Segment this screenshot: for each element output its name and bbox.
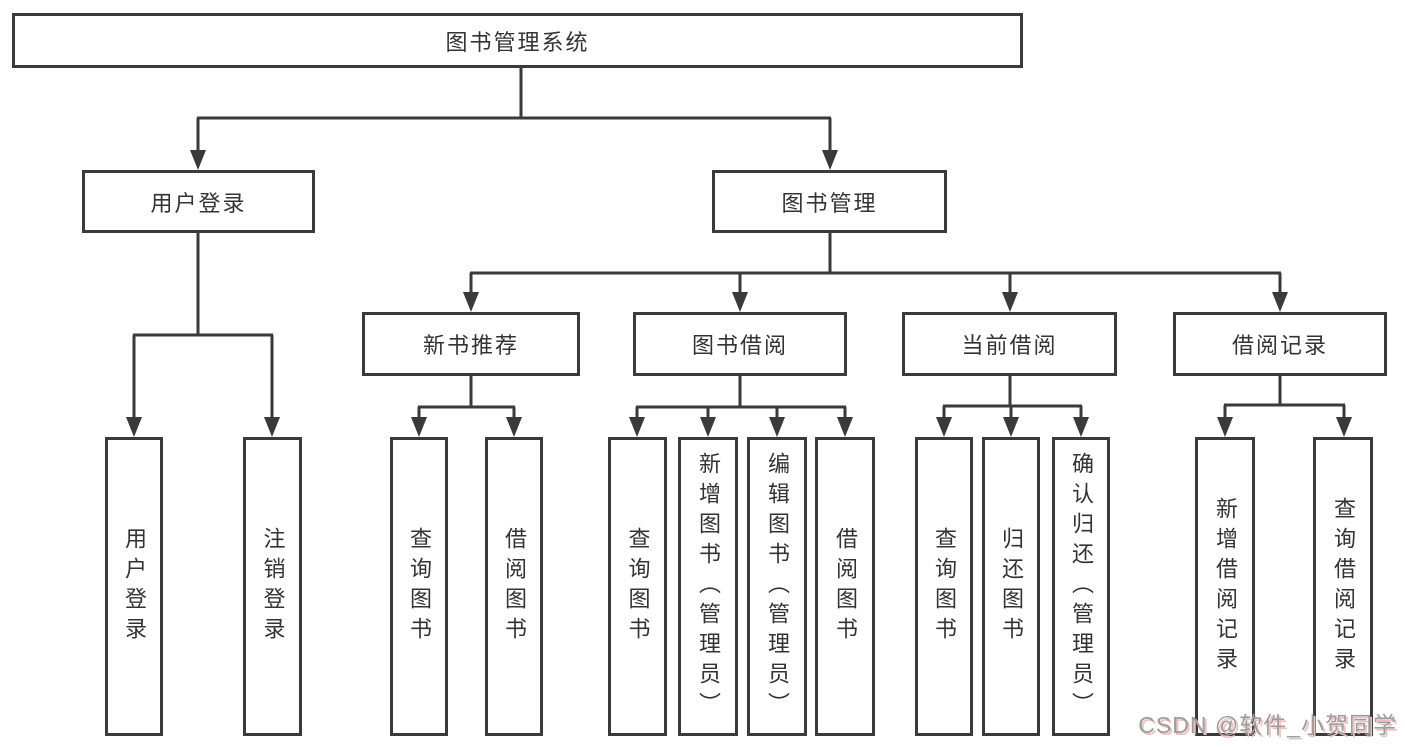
arrow-icon	[1336, 417, 1352, 437]
leaf-add-books-admin: 新增图书（管理员）	[678, 437, 738, 736]
csdn-watermark: CSDN @软件_小贺同学	[1138, 712, 1397, 738]
node-library-system: 图书管理系统	[12, 13, 1023, 68]
leaf-query-borrow-record: 查询借阅记录	[1313, 437, 1373, 736]
connector-lines	[132, 68, 1346, 421]
arrow-icon	[1073, 417, 1089, 437]
arrow-icon	[126, 417, 142, 437]
connector-book-management-to-level3	[469, 233, 1282, 296]
connector-borrow-records-to-children	[1223, 376, 1346, 421]
leaf-confirm-return-admin: 确认归还（管理员）	[1052, 437, 1110, 736]
connector-new-book-recommend-to-children	[417, 376, 516, 421]
node-label: 查询图书	[932, 526, 957, 647]
node-borrow-records: 借阅记录	[1173, 312, 1387, 376]
node-label: 查询图书	[407, 526, 432, 647]
node-label: 确认归还（管理员）	[1069, 451, 1094, 722]
node-label: 用户登录	[150, 190, 247, 216]
leaf-add-borrow-record: 新增借阅记录	[1195, 437, 1255, 736]
node-label: 归还图书	[999, 526, 1024, 647]
node-label: 查询借阅记录	[1331, 496, 1356, 677]
arrow-icon	[769, 417, 785, 437]
node-label: 借阅图书	[502, 526, 527, 647]
arrow-icon	[506, 417, 522, 437]
connector-book-borrow-to-children	[635, 376, 847, 421]
arrow-icon	[732, 292, 748, 312]
node-label: 编辑图书（管理员）	[765, 451, 790, 722]
node-label: 查询图书	[625, 526, 651, 647]
leaf-user-login: 用户登录	[105, 437, 163, 736]
arrow-icon	[463, 292, 479, 312]
connector-user-login-to-children	[132, 233, 274, 421]
arrow-icon	[1272, 292, 1288, 312]
arrowheads	[126, 150, 1352, 437]
leaf-return-books: 归还图书	[982, 437, 1040, 736]
arrow-icon	[837, 417, 853, 437]
arrow-icon	[1002, 292, 1018, 312]
arrow-icon	[700, 417, 716, 437]
node-current-borrow: 当前借阅	[902, 312, 1117, 376]
node-book-borrow: 图书借阅	[633, 312, 847, 376]
node-label: 图书管理系统	[445, 29, 590, 55]
leaf-borrow-books: 借阅图书	[485, 437, 543, 736]
node-new-book-recommend: 新书推荐	[362, 312, 580, 376]
node-label: 借阅图书	[833, 526, 858, 647]
node-label: 新增图书（管理员）	[696, 451, 721, 722]
node-label: 新书推荐	[422, 333, 519, 358]
arrow-icon	[822, 150, 838, 170]
connector-current-borrow-to-children	[942, 376, 1083, 421]
leaf-edit-books-admin: 编辑图书（管理员）	[747, 437, 807, 736]
node-user-login: 用户登录	[82, 170, 315, 233]
arrow-icon	[190, 150, 206, 170]
arrow-icon	[1003, 417, 1019, 437]
leaf-logout: 注销登录	[243, 437, 302, 736]
node-label: 用户登录	[122, 526, 147, 647]
arrow-icon	[936, 417, 952, 437]
connector-root-to-level2	[196, 68, 832, 154]
arrow-icon	[411, 417, 427, 437]
node-label: 借阅记录	[1231, 333, 1328, 358]
node-label: 当前借阅	[961, 333, 1058, 358]
node-label: 图书借阅	[691, 333, 788, 358]
leaf-query-books: 查询图书	[608, 437, 667, 736]
leaf-query-books: 查询图书	[915, 437, 973, 736]
arrow-icon	[629, 417, 645, 437]
leaf-query-books: 查询图书	[390, 437, 448, 736]
node-label: 图书管理	[781, 190, 878, 216]
leaf-borrow-books: 借阅图书	[815, 437, 875, 736]
node-label: 新增借阅记录	[1213, 496, 1238, 677]
node-label: 注销登录	[260, 526, 286, 647]
arrow-icon	[1217, 417, 1233, 437]
node-book-management: 图书管理	[712, 170, 947, 233]
arrow-icon	[264, 417, 280, 437]
